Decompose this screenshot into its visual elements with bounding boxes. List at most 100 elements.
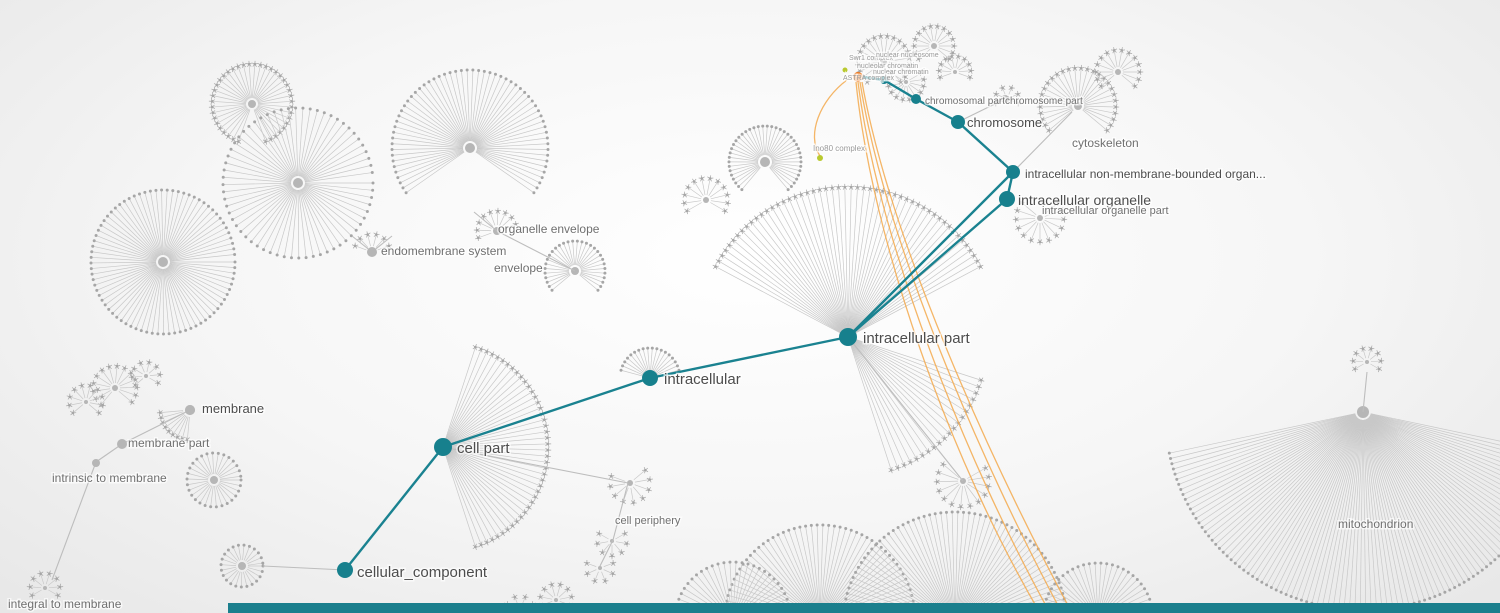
leaf-node[interactable] [547,284,551,288]
leaf-node[interactable] [987,484,990,488]
leaf-node[interactable] [891,558,895,562]
leaf-node[interactable] [799,155,803,159]
leaf-node[interactable] [229,236,233,240]
leaf-node[interactable] [234,494,238,498]
leaf-node[interactable] [938,76,942,79]
leaf-node[interactable] [515,520,519,523]
cluster-center-node[interactable] [465,143,475,153]
leaf-node[interactable] [856,63,860,66]
leaf-node[interactable] [1170,462,1174,466]
leaf-node[interactable] [1493,558,1497,562]
leaf-node[interactable] [211,208,215,212]
leaf-node[interactable] [100,298,104,302]
leaf-node[interactable] [1133,56,1137,60]
leaf-node[interactable] [514,222,518,226]
leaf-node[interactable] [731,177,735,181]
leaf-node[interactable] [233,260,237,264]
leaf-node[interactable] [371,181,375,185]
leaf-node[interactable] [358,237,362,240]
leaf-node[interactable] [1279,590,1283,594]
leaf-node[interactable] [1043,123,1047,127]
leaf-node[interactable] [544,130,548,134]
leaf-node[interactable] [745,225,748,228]
leaf-node[interactable] [766,538,770,542]
leaf-node[interactable] [253,62,257,66]
leaf-node[interactable] [830,186,834,190]
leaf-node[interactable] [261,561,265,565]
leaf-node[interactable] [1015,529,1019,533]
cluster-center-node[interactable] [144,374,148,378]
teal-edge[interactable] [957,121,1014,173]
leaf-node[interactable] [890,91,893,94]
leaf-node[interactable] [471,68,475,72]
cluster-center-node[interactable] [953,70,957,74]
leaf-node[interactable] [1485,565,1489,569]
leaf-node[interactable] [932,446,936,449]
leaf-node[interactable] [629,353,633,357]
leaf-node[interactable] [740,132,744,136]
leaf-node[interactable] [392,130,396,134]
leaf-node[interactable] [854,570,858,574]
leaf-node[interactable] [1361,347,1365,350]
leaf-node[interactable] [1029,239,1033,242]
leaf-node[interactable] [225,204,229,208]
leaf-node[interactable] [889,468,893,472]
leaf-node[interactable] [264,65,268,68]
leaf-node[interactable] [506,363,510,366]
leaf-node[interactable] [720,254,724,257]
leaf-node[interactable] [937,471,940,474]
cluster-center-node[interactable] [760,157,770,167]
leaf-node[interactable] [858,50,862,53]
leaf-node[interactable] [222,131,226,134]
leaf-node[interactable] [409,95,413,99]
leaf-node[interactable] [647,488,651,492]
leaf-node[interactable] [115,315,119,319]
leaf-node[interactable] [937,489,941,493]
teal-edge[interactable] [915,97,959,124]
leaf-node[interactable] [534,395,537,399]
leaf-node[interactable] [943,437,946,440]
leaf-node[interactable] [474,345,477,349]
leaf-node[interactable] [73,388,76,391]
leaf-node[interactable] [1139,582,1143,586]
leaf-node[interactable] [232,247,236,251]
leaf-node[interactable] [593,579,597,583]
leaf-node[interactable] [107,307,111,311]
leaf-node[interactable] [233,252,237,256]
leaf-node[interactable] [728,560,732,564]
leaf-node[interactable] [855,530,859,534]
leaf-node[interactable] [566,240,570,244]
leaf-node[interactable] [641,497,645,500]
leaf-node[interactable] [913,37,917,41]
leaf-node[interactable] [950,503,953,506]
leaf-node[interactable] [917,203,920,206]
leaf-node[interactable] [167,332,171,336]
leaf-node[interactable] [122,199,126,203]
leaf-node[interactable] [942,497,946,501]
leaf-node[interactable] [1055,575,1059,579]
leaf-node[interactable] [734,139,738,143]
leaf-node[interactable] [887,532,891,536]
leaf-node[interactable] [272,110,276,114]
leaf-node[interactable] [896,526,900,530]
leaf-node[interactable] [242,129,246,133]
leaf-node[interactable] [609,485,612,488]
leaf-node[interactable] [118,202,122,206]
go-term-node-gray[interactable] [92,459,100,467]
leaf-node[interactable] [965,243,968,247]
leaf-node[interactable] [247,62,251,66]
leaf-node[interactable] [222,168,226,172]
leaf-node[interactable] [156,381,160,385]
leaf-node[interactable] [937,69,941,73]
leaf-node[interactable] [1138,70,1142,74]
leaf-node[interactable] [236,65,240,68]
leaf-node[interactable] [173,331,177,335]
leaf-node[interactable] [477,221,481,224]
leaf-node[interactable] [789,184,793,188]
leaf-node[interactable] [789,135,793,139]
leaf-node[interactable] [213,116,216,120]
leaf-node[interactable] [231,241,235,245]
leaf-node[interactable] [752,564,756,568]
leaf-node[interactable] [1110,87,1114,90]
leaf-node[interactable] [862,186,866,190]
